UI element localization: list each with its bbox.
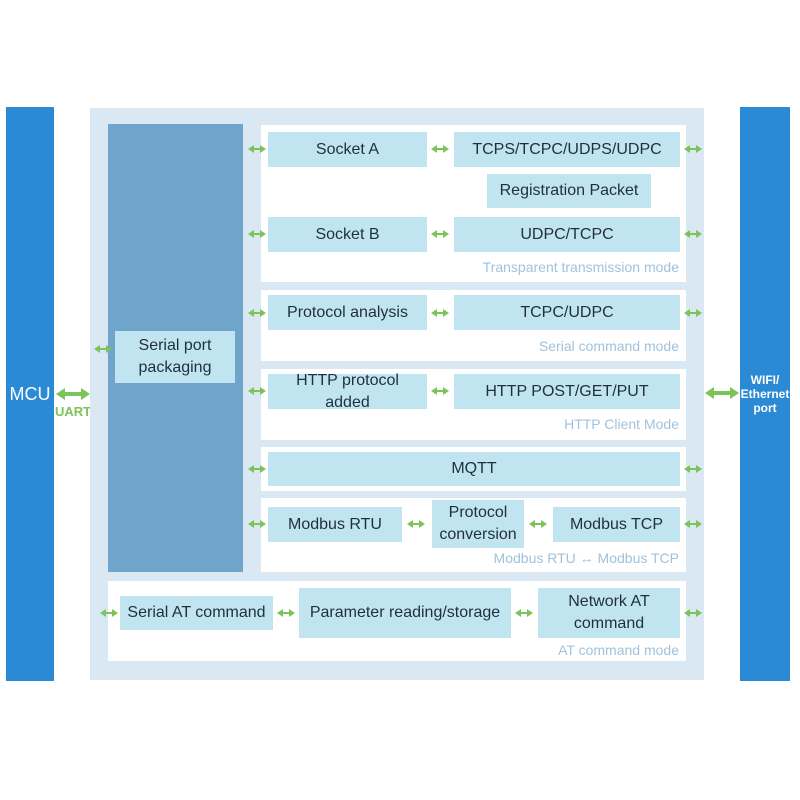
arrow-socket-a-right (684, 145, 702, 153)
arrow-serial-cmd-left (248, 309, 266, 317)
parameter-storage-box: Parameter reading/storage (299, 588, 511, 638)
arrow-http-left (248, 387, 266, 395)
serial-port-packaging-box: Serial port packaging (115, 331, 235, 383)
arrow-serial-cmd-mid (431, 309, 449, 317)
socket-a-protocols-box: TCPS/TCPC/UDPS/UDPC (454, 132, 680, 167)
arrow-socket-b-right (684, 230, 702, 238)
arrow-modbus-mid1 (407, 520, 425, 528)
mcu-uart-arrow (56, 388, 90, 400)
wifi-ethernet-port-label: WIFI/ Ethernet port (740, 373, 790, 415)
arrow-modbus-right (684, 520, 702, 528)
modbus-tcp-box: Modbus TCP (553, 507, 680, 542)
arrow-at-mid1 (277, 609, 295, 617)
arrow-at-right (684, 609, 702, 617)
arrow-modbus-mid2 (529, 520, 547, 528)
at-command-mode-label: AT command mode (558, 642, 679, 658)
mcu-label: MCU (9, 383, 51, 404)
network-at-command-box: Network AT command (538, 588, 680, 638)
arrow-socket-b-mid (431, 230, 449, 238)
arrow-http-mid (431, 387, 449, 395)
arrow-socket-b-left (248, 230, 266, 238)
registration-packet-box: Registration Packet (487, 174, 651, 208)
arrow-socket-a-left (248, 145, 266, 153)
mcu-bar: MCU (6, 107, 54, 681)
http-methods-box: HTTP POST/GET/PUT (454, 374, 680, 409)
modbus-rtu-box: Modbus RTU (268, 507, 402, 542)
arrow-serial-cmd-right (684, 309, 702, 317)
transparent-mode-label: Transparent transmission mode (482, 259, 679, 275)
arrow-mqtt-left (248, 465, 266, 473)
socket-b-box: Socket B (268, 217, 427, 252)
protocol-conversion-box: Protocol conversion (432, 500, 524, 548)
socket-a-box: Socket A (268, 132, 427, 167)
arrow-spp-left (94, 345, 112, 353)
serial-command-protocols-box: TCPC/UDPC (454, 295, 680, 330)
arrow-socket-a-mid (431, 145, 449, 153)
socket-b-protocols-box: UDPC/TCPC (454, 217, 680, 252)
http-protocol-added-box: HTTP protocol added (268, 372, 427, 411)
arrow-at-mid2 (515, 609, 533, 617)
arrow-mqtt-right (684, 465, 702, 473)
wifi-ethernet-port-bar: WIFI/ Ethernet port (740, 107, 790, 681)
port-arrow (705, 387, 739, 399)
http-client-mode-label: HTTP Client Mode (564, 416, 679, 432)
mqtt-box: MQTT (268, 452, 680, 486)
uart-label: UART (55, 404, 92, 419)
arrow-modbus-left (248, 520, 266, 528)
serial-command-mode-label: Serial command mode (538, 338, 679, 354)
protocol-analysis-box: Protocol analysis (268, 295, 427, 330)
serial-at-command-box: Serial AT command (120, 596, 273, 630)
arrow-at-left (100, 609, 118, 617)
modbus-mode-label: Modbus RTU ↔ Modbus TCP (493, 550, 679, 566)
